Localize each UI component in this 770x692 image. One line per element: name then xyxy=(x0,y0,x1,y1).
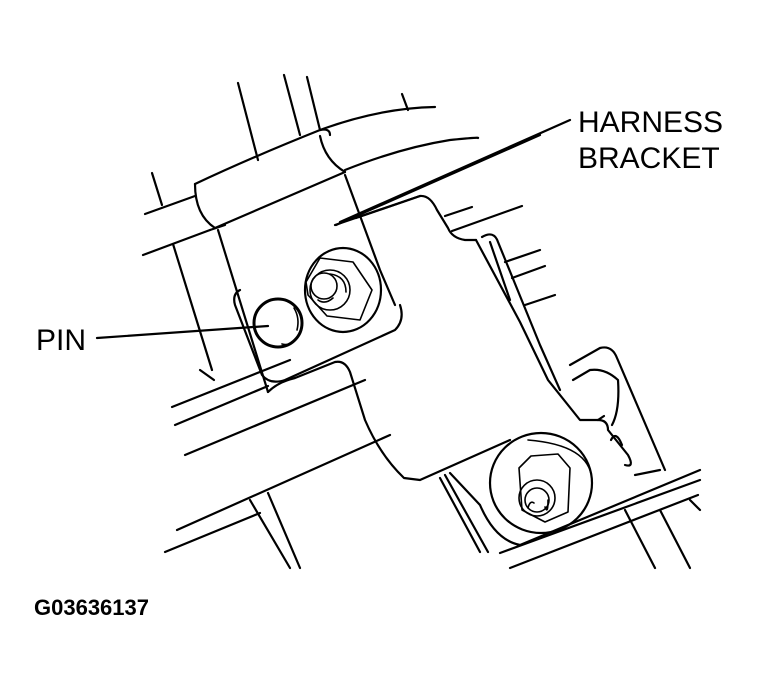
harness-bracket-label-line1: HARNESS xyxy=(578,106,724,139)
pin-label: PIN xyxy=(36,324,87,357)
harness-bracket xyxy=(216,173,667,482)
wire-harness xyxy=(193,105,480,232)
lower-frame xyxy=(438,468,702,570)
frame-lines xyxy=(141,73,557,570)
upper-bolt xyxy=(303,246,383,334)
pin-leader-line xyxy=(95,324,270,340)
lower-bolt xyxy=(488,431,594,535)
harness-bracket-label-line2: BRACKET xyxy=(578,142,720,175)
harness-leader-line xyxy=(338,118,572,224)
figure-id: G03636137 xyxy=(34,595,149,620)
pin xyxy=(252,297,304,349)
